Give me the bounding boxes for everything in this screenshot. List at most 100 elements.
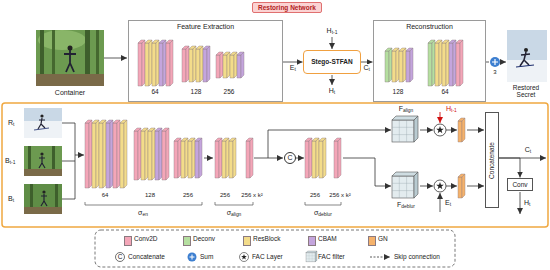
- use-shape: [306, 251, 317, 262]
- legend-symbol-text: C: [118, 253, 123, 260]
- subscript: t: [294, 67, 295, 72]
- signal-name: Ht: [524, 199, 530, 208]
- subscript: t: [450, 202, 451, 207]
- legend-concat-symbol: [116, 253, 125, 262]
- layer-slab: [458, 177, 462, 198]
- line-shape: [34, 128, 49, 130]
- layer-slab: [170, 40, 173, 86]
- path-shape: [305, 202, 341, 205]
- layer-slab: [432, 40, 435, 86]
- line-shape: [204, 158, 213, 159]
- layer-slab: [462, 174, 465, 198]
- channel-count: 128: [191, 88, 202, 95]
- rect-shape: [24, 146, 62, 176]
- layer-slab: [174, 141, 178, 178]
- branch-name: σdeblur: [314, 209, 332, 218]
- layer-slab: [446, 40, 449, 86]
- network-title: Restoring Network: [258, 4, 316, 11]
- module-title: Feature Extraction: [177, 23, 234, 31]
- line-shape: [446, 186, 457, 187]
- signal-name: Ht-1: [327, 27, 338, 36]
- rect-shape: [36, 74, 104, 86]
- layer-slab: [85, 123, 89, 188]
- circle-shape: [524, 48, 528, 52]
- layer-slab: [220, 52, 223, 78]
- layer-slab: [396, 48, 399, 82]
- flow-lines: [62, 123, 546, 214]
- layer-slab: [159, 43, 163, 86]
- layer-slab: [323, 138, 326, 178]
- layer-slab: [166, 43, 170, 86]
- layer-slab: [312, 141, 316, 178]
- layer-slab: [162, 131, 166, 180]
- sum-symbol: [490, 57, 500, 67]
- layer-slab: [182, 49, 186, 82]
- subscript: align: [403, 108, 413, 113]
- line-shape: [440, 193, 441, 212]
- layer-slab: [89, 120, 92, 188]
- layer-slab: [439, 40, 442, 86]
- concat-label: Concatenate: [488, 142, 495, 179]
- subscript: t: [530, 149, 531, 154]
- subscript: align: [231, 212, 241, 217]
- conv-box: Conv: [507, 178, 533, 191]
- frame-name: Rt: [8, 119, 14, 128]
- layer-slab: [237, 55, 241, 78]
- layer-slab: [149, 40, 152, 86]
- channel-count: 128: [393, 88, 404, 95]
- process-box: Stego-STFAN: [303, 50, 361, 74]
- layer-slab: [159, 128, 162, 180]
- legend-fac-layer: [240, 253, 249, 262]
- line-shape: [467, 130, 484, 131]
- layer-slab: [241, 52, 244, 78]
- channel-count: 256: [183, 192, 193, 199]
- legend-text: Deconv: [193, 235, 215, 242]
- module-box: Feature Extraction: [128, 20, 283, 102]
- line-shape: [516, 65, 534, 67]
- subscript: en: [142, 212, 147, 217]
- layer-slab: [233, 138, 236, 178]
- legend-swatch: [368, 236, 376, 246]
- layer-slab: [334, 141, 338, 178]
- signal-name: Ht-1: [446, 105, 457, 114]
- module-title: Reconstruction: [406, 23, 453, 31]
- channel-count: 256: [220, 192, 230, 199]
- layer-slab: [193, 46, 196, 82]
- layer-slab: [309, 138, 312, 178]
- subscript: t-1: [10, 160, 16, 165]
- layer-slab: [222, 141, 226, 178]
- path-shape: [64, 50, 76, 72]
- layer-slab: [406, 51, 410, 82]
- layer-slab: [458, 121, 462, 142]
- layer-slab: [96, 120, 99, 188]
- flow-line: [486, 62, 489, 63]
- legend-swatch: [243, 236, 251, 246]
- container-photo: [36, 30, 104, 86]
- layer-slab: [456, 43, 460, 86]
- layer-slab: [403, 48, 406, 82]
- path-shape: [41, 194, 47, 206]
- restored-photo: [507, 30, 547, 82]
- path-shape: [492, 59, 498, 65]
- rect-shape: [24, 108, 62, 121]
- layer-slab: [99, 123, 103, 188]
- layer-slab: [148, 131, 152, 180]
- legend-text: FAC filter: [318, 253, 345, 260]
- line-shape: [296, 158, 304, 159]
- layer-slab: [200, 46, 203, 82]
- flow-arrow: [500, 62, 506, 63]
- legend-fac-filter: [306, 251, 317, 262]
- layer-slab: [203, 49, 207, 82]
- layer-slab: [110, 120, 113, 188]
- subscript: t: [13, 198, 14, 203]
- layer-stacks: [85, 40, 465, 198]
- legend-text: Skip connection: [394, 253, 440, 260]
- channel-count: 64: [151, 88, 158, 95]
- layer-slab: [428, 43, 432, 86]
- layer-slab: [216, 55, 220, 78]
- layer-slab: [141, 131, 145, 180]
- legend-text: GN: [378, 235, 388, 242]
- layer-slab: [195, 141, 199, 178]
